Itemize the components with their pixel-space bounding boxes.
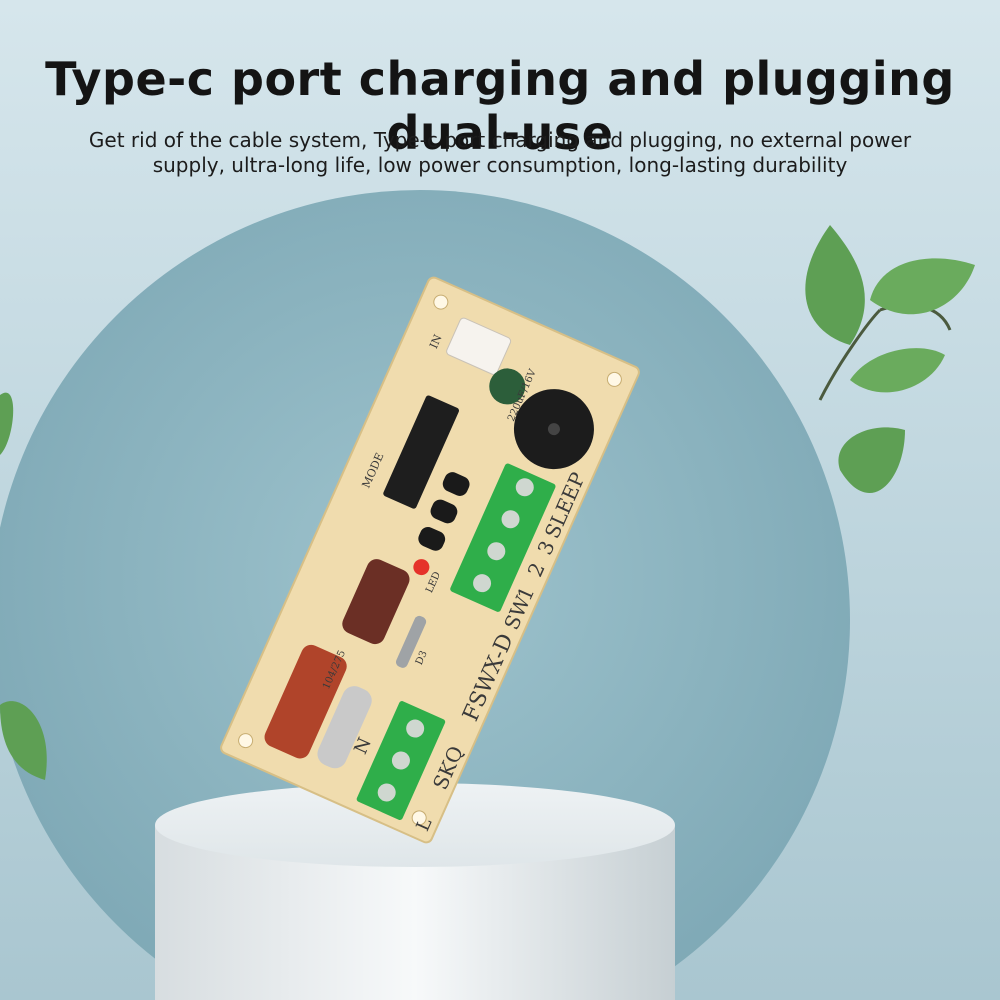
silkscreen-neutral: N xyxy=(350,735,376,758)
capacitor-large xyxy=(342,559,410,645)
resistor xyxy=(317,686,372,769)
ic-chip xyxy=(383,395,459,509)
page-title: Type-c port charging and plugging dual-u… xyxy=(45,52,955,160)
type-c-connector xyxy=(446,317,512,375)
leaf-icon xyxy=(805,225,975,493)
silkscreen-d3: D3 xyxy=(414,649,430,667)
capacitor-small xyxy=(489,368,526,405)
transistor xyxy=(430,499,458,524)
transistor xyxy=(418,527,446,551)
terminal-block-icon xyxy=(450,463,556,612)
silkscreen-in: IN xyxy=(427,332,445,350)
transistor xyxy=(442,472,470,496)
led xyxy=(413,559,430,576)
page-subtitle: Get rid of the cable system, Type-c port… xyxy=(88,128,912,177)
leaf-icon xyxy=(0,392,47,780)
diode xyxy=(395,615,427,668)
pcb-board: SLEEP SW 1 2 3 FSWX-D SKQ N L MODE IN LE… xyxy=(220,276,640,844)
terminal-block-icon xyxy=(356,701,446,820)
film-capacitor xyxy=(264,644,347,759)
